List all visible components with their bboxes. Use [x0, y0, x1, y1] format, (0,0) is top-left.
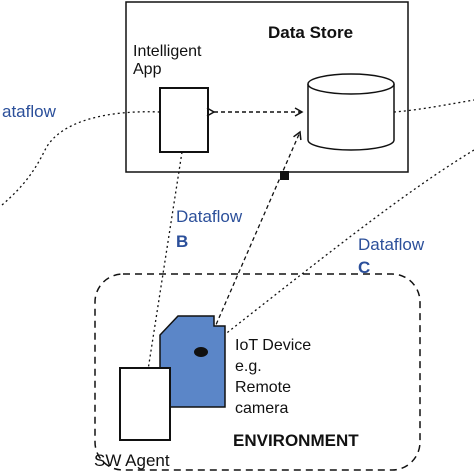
intelligent-app-label-line1: Intelligent: [133, 43, 202, 60]
camera-lens-icon: [194, 347, 208, 357]
environment-title: ENVIRONMENT: [233, 431, 359, 450]
dataflow-b-line: [147, 151, 183, 371]
dataflow-c-letter: C: [358, 258, 370, 277]
junction-square: [280, 171, 289, 180]
iot-database-arrow: [204, 130, 302, 351]
environment-box: [94, 273, 421, 471]
iot-device-shape: [159, 315, 226, 408]
database-cylinder-icon: [307, 73, 395, 151]
dataflow-c-line: [204, 149, 474, 351]
sw-agent-box: [119, 367, 171, 441]
iot-device-label-line4: camera: [235, 400, 288, 417]
dataflow-a-label: ataflow: [2, 102, 57, 121]
intelligent-app-box: [159, 87, 209, 153]
sw-agent-label: SW Agent: [94, 451, 170, 470]
dataflow-b-label: Dataflow: [176, 207, 243, 226]
iot-device-label-line1: IoT Device: [235, 337, 311, 354]
dataflow-right-line: [393, 99, 474, 113]
intelligent-app-label-line2: App: [133, 61, 162, 78]
dataflow-c-label: Dataflow: [358, 235, 425, 254]
iot-device-label-line3: Remote: [235, 379, 291, 396]
dataflow-b-letter: B: [176, 232, 188, 251]
data-store-title: Data Store: [268, 23, 353, 42]
iot-device-label-line2: e.g.: [235, 358, 262, 375]
